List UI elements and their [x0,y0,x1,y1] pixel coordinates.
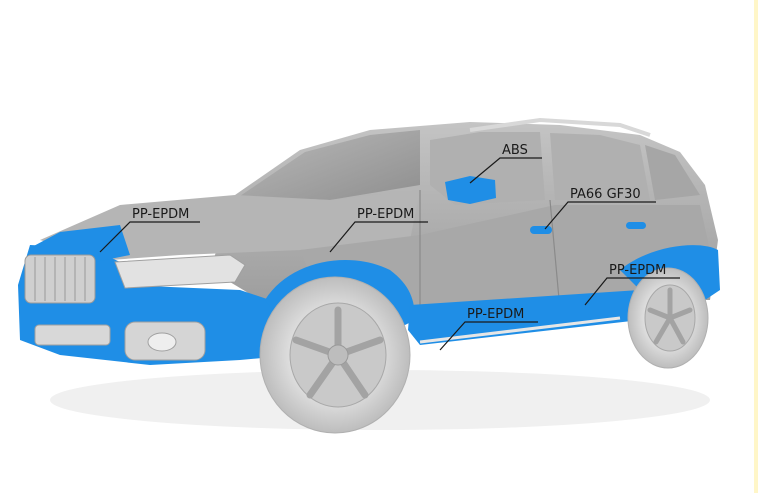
label-mirror: ABS [502,143,528,158]
side-window-rear [550,133,650,200]
windshield [240,130,420,200]
door-handle-rear [626,222,646,229]
leader-sill [439,321,538,351]
door-seam [549,199,561,311]
rear-wheel [627,267,709,369]
right-edge-strip [754,0,758,493]
lower-grille [34,324,111,346]
label-handle: PA66 GF30 [570,187,641,202]
leader-fender [329,221,428,253]
fog-light [147,332,177,352]
leader-handle [544,201,656,230]
door-handle-front [530,226,552,234]
hood [40,190,420,260]
front-fender-arch [265,260,415,330]
headlight [114,254,246,289]
leader-rear-arch [584,277,680,306]
label-rear-arch: PP-EPDM [609,263,666,278]
front-details [24,254,621,361]
front-wheel [259,276,411,434]
label-fender: PP-EPDM [357,207,414,222]
roof-rail [469,117,651,137]
label-hood: PP-EPDM [132,207,189,222]
leader-lines [99,157,680,351]
hood-front-edge [30,225,130,262]
leader-hood [99,221,200,253]
mirror-cap [445,176,496,204]
label-sill: PP-EPDM [467,307,524,322]
side-sill [408,290,650,345]
side-window-quarter [645,145,700,200]
grille [24,254,96,304]
sill-trim [419,316,621,344]
leader-mirror [469,157,542,184]
